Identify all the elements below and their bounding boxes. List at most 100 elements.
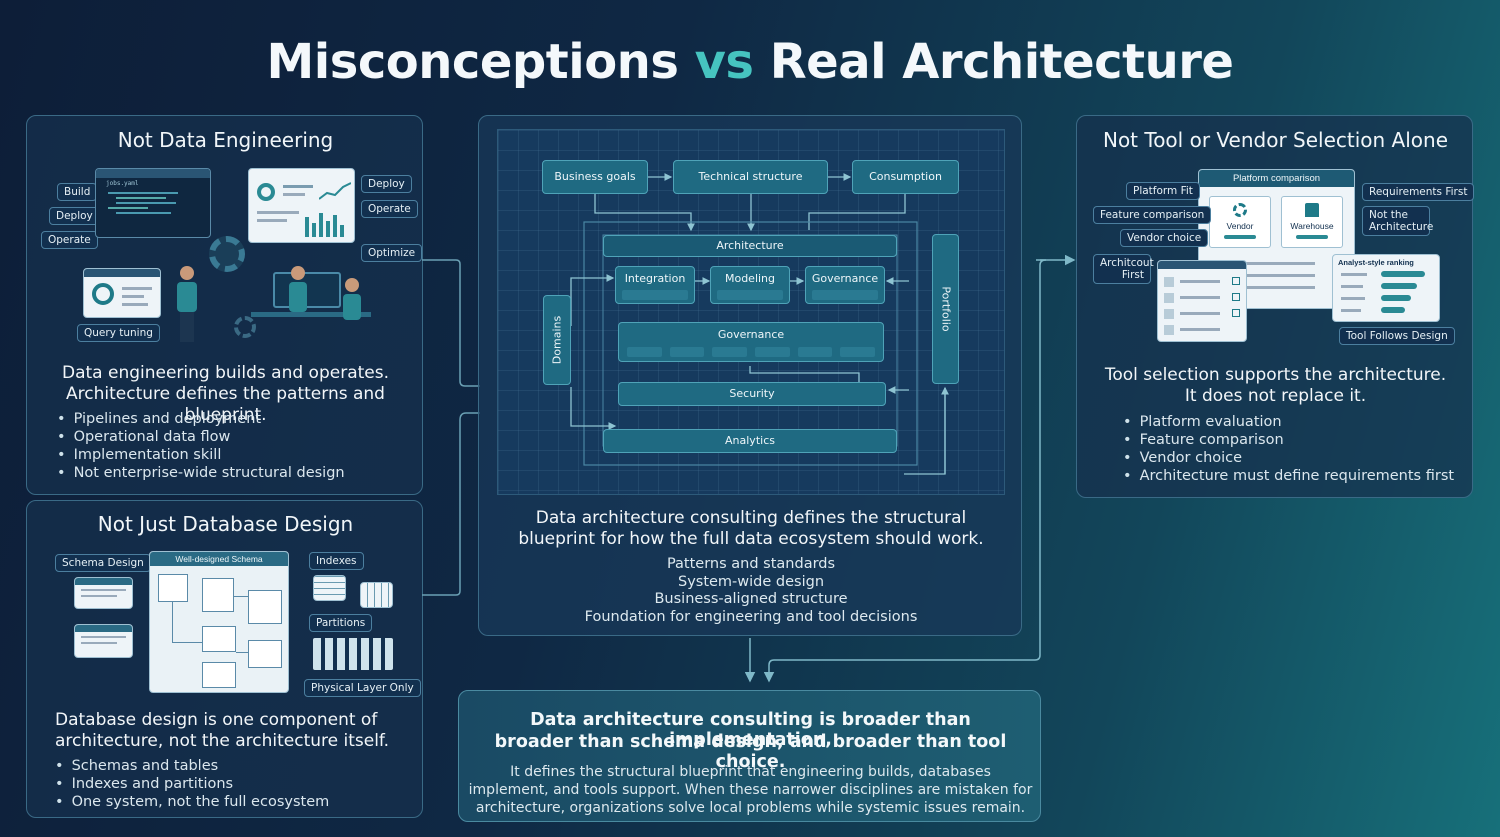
box-security: Security (618, 382, 886, 406)
desk-workstation (251, 262, 371, 352)
headline-1: Data architecture consulting is broader … (530, 710, 971, 750)
tag-operate-2: Operate (361, 200, 418, 218)
platform-header: Platform comparison (1199, 170, 1354, 187)
gear-icon-small (234, 316, 256, 338)
summary-line-2: It does not replace it. (1184, 386, 1367, 406)
tag-tool-follows-design: Tool Follows Design (1339, 327, 1455, 345)
list-item: System-wide design (677, 573, 825, 590)
panel-title: Not Just Database Design (97, 512, 354, 536)
warehouse-icon (1305, 203, 1319, 217)
list-item: Operational data flow (57, 428, 345, 446)
summary-line-1: Data architecture consulting defines the… (535, 508, 967, 528)
panel-conclusion: Data architecture consulting is broader … (458, 690, 1041, 822)
gear-icon (209, 236, 245, 272)
box-modeling-label: Modeling (724, 272, 776, 285)
box-modeling: Modeling (710, 266, 790, 304)
magnifier-icon (92, 283, 114, 305)
page-title: Misconceptions vs Real Architecture (0, 34, 1500, 90)
tag-deploy: Deploy (49, 207, 100, 225)
tag-optimize: Optimize (361, 244, 423, 262)
schema-table-1 (74, 577, 133, 609)
list-item: Not enterprise-wide structural design (57, 464, 345, 482)
well-designed-schema: Well-designed Schema (149, 551, 289, 693)
tag-not-the-architecture: Not the Architecture (1362, 206, 1433, 236)
tag-operate: Operate (41, 231, 98, 249)
tag-physical-layer: Physical Layer Only (304, 679, 421, 697)
analyst-ranking-card: Analyst-style ranking (1332, 254, 1440, 322)
ranking-header: Analyst-style ranking (1338, 258, 1414, 267)
list-item: Platform evaluation (1123, 413, 1454, 431)
box-governance-top: Governance (805, 266, 885, 304)
box-business-goals: Business goals (542, 160, 648, 194)
index-grid-1 (313, 575, 346, 601)
tag-platform-fit: Platform Fit (1126, 182, 1200, 200)
tag-requirements-first: Requirements First (1362, 183, 1475, 201)
connector-lines-left (422, 259, 480, 596)
bullet-list: Pipelines and deployment Operational dat… (57, 410, 345, 482)
title-part1: Misconceptions (266, 34, 679, 90)
box-integration-label: Integration (624, 272, 686, 285)
tag-build: Build (57, 183, 98, 201)
box-portfolio: Portfolio (932, 234, 959, 384)
headline-2: broader than schema design, and broader … (494, 732, 1007, 772)
title-part2: Real Architecture (769, 34, 1234, 90)
list-item: Patterns and standards (666, 556, 836, 572)
tag-architecture-first: Architcout First (1093, 254, 1154, 284)
list-item: One system, not the full ecosystem (55, 793, 330, 811)
box-integration: Integration (615, 266, 695, 304)
platform-comparison: Platform comparison Vendor Warehouse (1198, 169, 1355, 309)
summary-line-2: architecture, not the architecture itsel… (55, 731, 390, 751)
dashboard-card (248, 168, 355, 243)
code-window: jobs.yaml (95, 168, 211, 238)
partition-bars (313, 638, 393, 670)
tag-deploy-2: Deploy (361, 175, 412, 193)
tag-schema-design: Schema Design (55, 554, 151, 572)
connector-lines-bottom (744, 255, 1076, 683)
list-item: Foundation for engineering and tool deci… (584, 608, 918, 625)
summary-line-1: Data engineering builds and operates. (61, 363, 389, 383)
body-line-3: architecture, organizations solve local … (475, 800, 1026, 816)
body-line-2: implement, and tools support. When these… (468, 782, 1033, 798)
box-governance: Governance (618, 322, 884, 362)
tag-indexes: Indexes (309, 552, 364, 570)
body-line-1: It defines the structural blueprint that… (510, 764, 991, 780)
list-item: Indexes and partitions (55, 775, 329, 793)
box-governance-label: Governance (811, 272, 879, 285)
box-consumption: Consumption (852, 160, 959, 194)
box-domains: Domains (543, 295, 571, 385)
box-governance-wide-label: Governance (717, 328, 785, 341)
domains-label: Domains (550, 315, 564, 365)
tag-feature-comparison: Feature comparison (1093, 206, 1212, 224)
box-architecture: Architecture (603, 235, 897, 257)
center-arrows (570, 173, 949, 475)
panel-not-data-engineering: Not Data Engineering Build Deploy Operat… (26, 115, 423, 495)
vendor-label: Vendor (1226, 221, 1254, 231)
center-list: Patterns and standards System-wide desig… (479, 556, 1023, 626)
box-technical-structure: Technical structure (673, 160, 828, 194)
panel-title: Not Data Engineering (117, 128, 334, 152)
schema-header: Well-designed Schema (150, 552, 288, 566)
list-item: Business-aligned structure (654, 591, 848, 607)
schema-table-2 (74, 624, 133, 658)
panel-not-database-design: Not Just Database Design Schema Design W… (26, 500, 423, 818)
list-item: Vendor choice (1123, 449, 1454, 467)
person-figure (177, 266, 197, 346)
warehouse-label: Warehouse (1290, 221, 1334, 231)
panel-title: Not Tool or Vendor Selection Alone (1102, 128, 1449, 152)
list-item: Pipelines and deployment (57, 410, 345, 428)
tag-query-tuning: Query tuning (77, 324, 160, 342)
list-item: Architecture must define requirements fi… (1123, 467, 1455, 485)
title-vs: vs (694, 34, 754, 90)
summary-line-2: blueprint for how the full data ecosyste… (518, 529, 984, 549)
summary-line-1: Database design is one component of (55, 710, 378, 730)
panel-real-architecture: Business goals Technical structure Consu… (478, 115, 1022, 636)
tag-partitions: Partitions (309, 614, 373, 632)
checklist-card (1157, 260, 1247, 342)
summary-line-1: Tool selection supports the architecture… (1104, 365, 1447, 385)
gear-icon (1233, 203, 1247, 217)
query-card (83, 268, 161, 318)
list-item: Schemas and tables (55, 757, 329, 775)
box-analytics: Analytics (603, 429, 897, 453)
index-grid-2 (360, 582, 393, 608)
tag-vendor-choice: Vendor choice (1120, 229, 1209, 247)
